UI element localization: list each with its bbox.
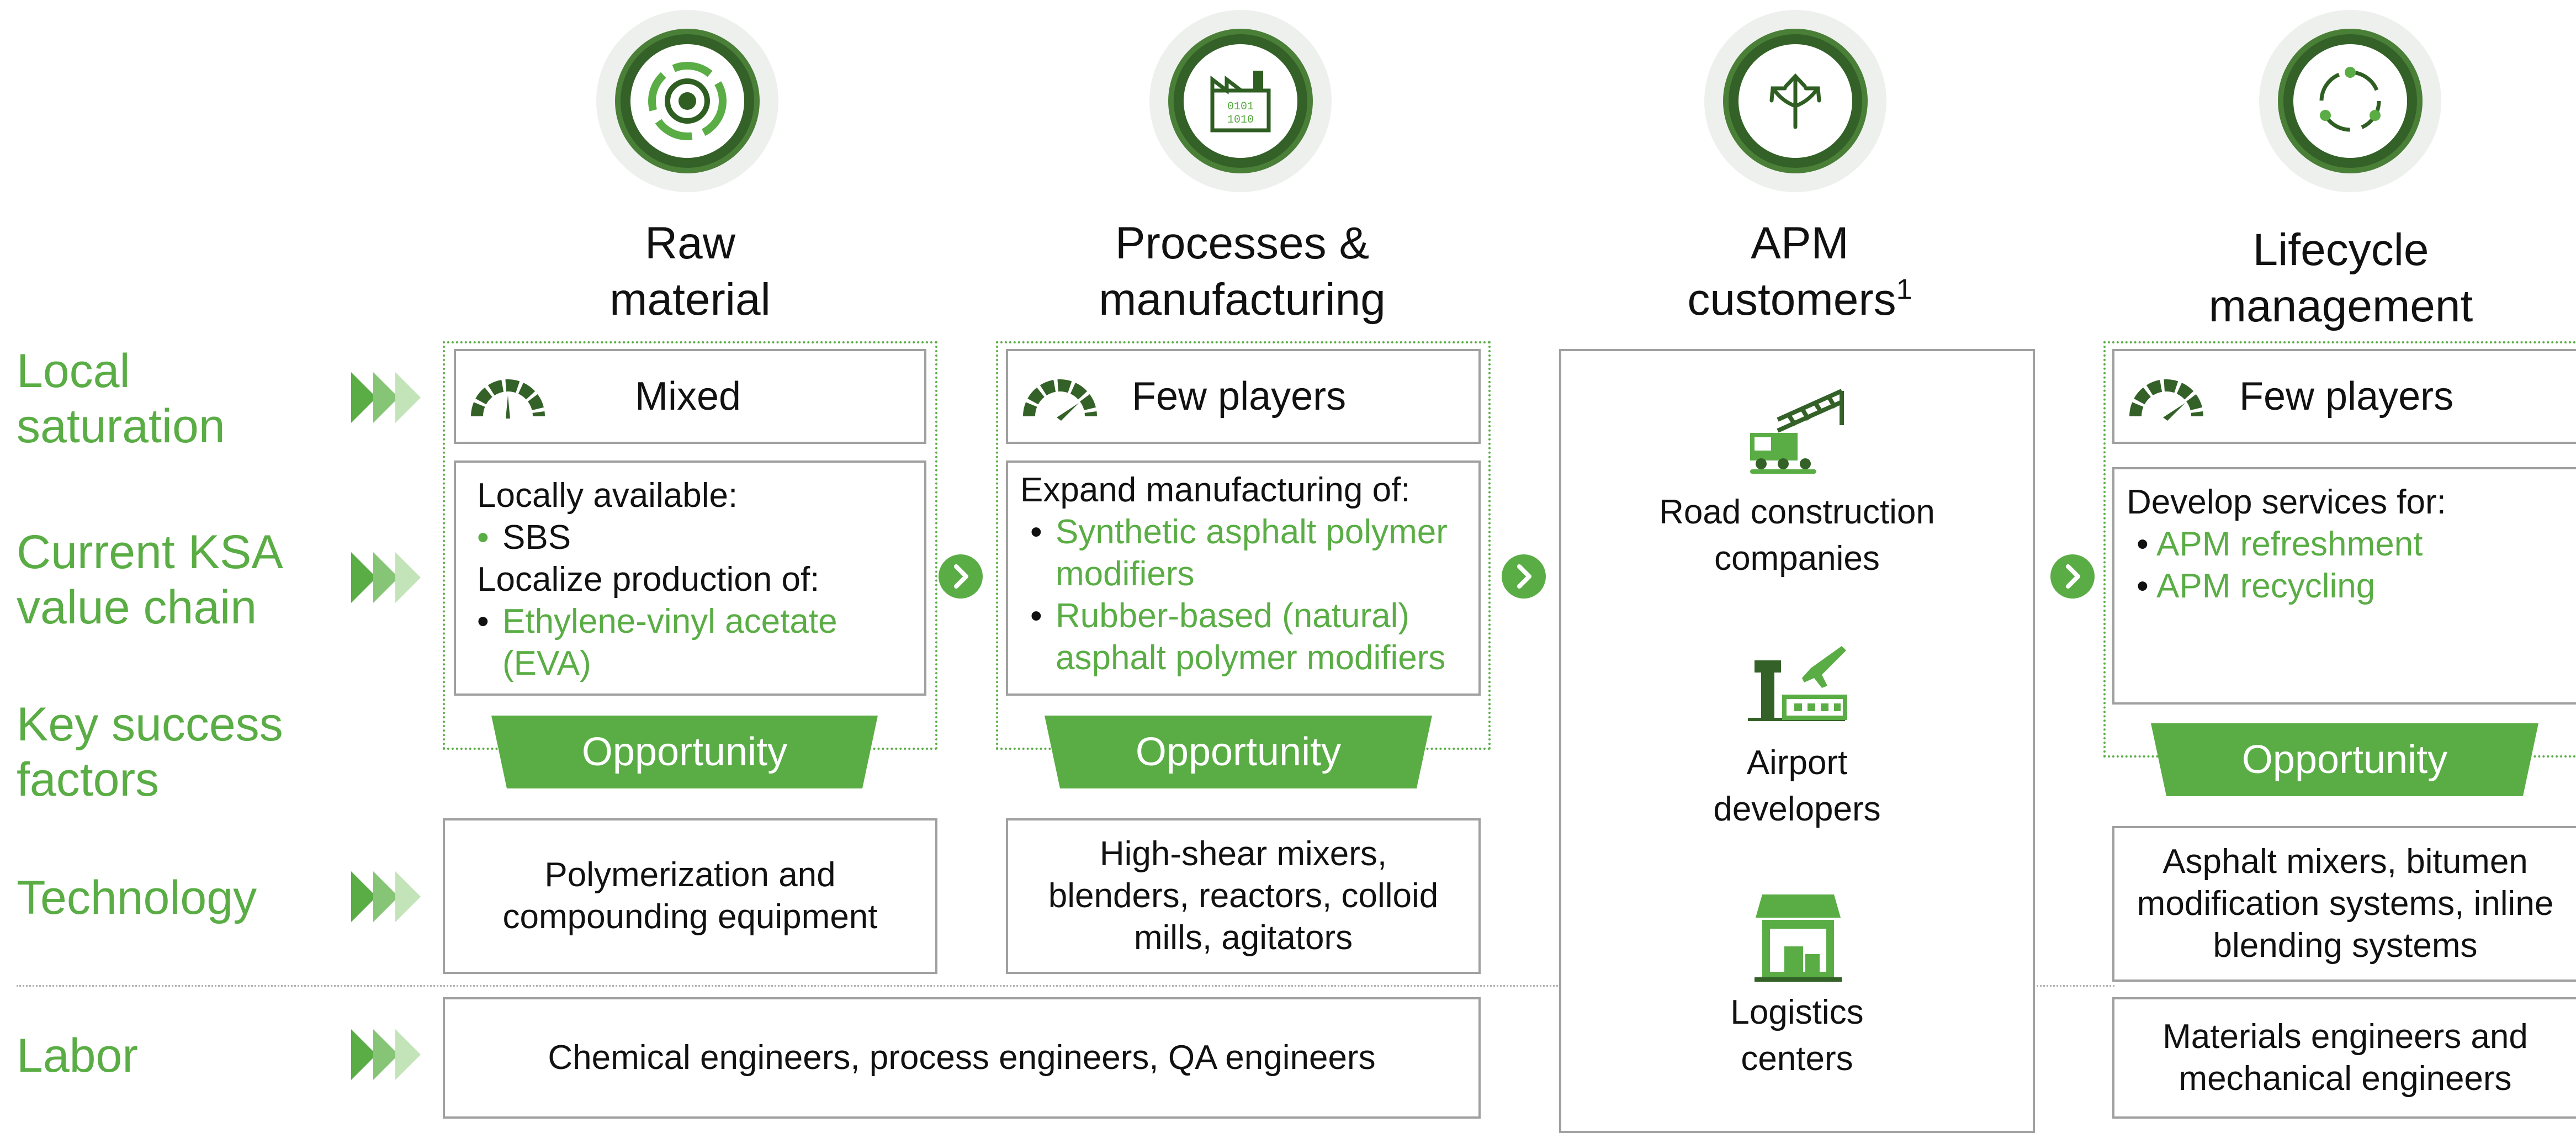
apm-customers-panel <box>1559 349 2035 1133</box>
cycle-icon <box>2259 10 2441 192</box>
list-item: •Rubber-based (natural) asphalt polymer … <box>1020 595 1466 679</box>
customer-logistics: Logistics centers <box>1730 993 1864 1078</box>
footnote-marker: 1 <box>1896 273 1912 306</box>
factory-icon: 0101 1010 <box>1149 10 1332 192</box>
list-item: •APM recycling <box>2127 565 2564 607</box>
split-arrows-icon <box>1704 10 1886 192</box>
raw-saturation-box: Mixed <box>454 349 926 444</box>
svg-text:1010: 1010 <box>1227 114 1254 126</box>
lifecycle-opportunity-banner: Opportunity <box>2151 723 2538 796</box>
chevron-arrows-icon <box>351 552 421 603</box>
raw-intro: Locally available: <box>477 477 738 515</box>
processes-bullet-2: Rubber-based (natural) asphalt polymer m… <box>1056 597 1446 677</box>
list-item: •Synthetic asphalt polymer modifiers <box>1020 511 1466 595</box>
row-label-current-ksa: Current KSA value chain <box>17 526 280 634</box>
airport-icon <box>1748 646 1847 721</box>
customer-road-construction: Road construction companies <box>1659 493 1935 578</box>
raw-bullet-2: Ethylene-vinyl acetate (EVA) <box>502 602 838 682</box>
raw-current-box: Locally available: •SBS Localize product… <box>454 460 926 696</box>
row-label-labor: Labor <box>17 1029 138 1082</box>
processes-saturation-box: Few players <box>1006 349 1481 444</box>
lifecycle-labor-box: Materials engineers and mechanical engin… <box>2112 997 2576 1119</box>
warehouse-icon <box>1755 894 1842 982</box>
apm-customers-title: APM customers1 <box>1687 218 1912 325</box>
row-label-key-success: Key success factors <box>17 698 283 806</box>
processes-intro: Expand manufacturing of: <box>1020 471 1411 509</box>
next-arrow-icon <box>939 554 983 599</box>
lifecycle-intro: Develop services for: <box>2127 483 2446 521</box>
gauge-icon <box>1023 379 1097 421</box>
raw-opportunity-banner: Opportunity <box>491 716 878 788</box>
list-item: •APM refreshment <box>2127 523 2564 565</box>
svg-text:0101: 0101 <box>1227 100 1254 113</box>
gauge-icon <box>2129 379 2203 421</box>
processes-saturation-value: Few players <box>1132 374 1347 419</box>
lifecycle-saturation-box: Few players <box>2112 349 2576 444</box>
lifecycle-current-box: Develop services for: •APM refreshment •… <box>2112 467 2576 705</box>
processes-opportunity-banner: Opportunity <box>1045 716 1432 788</box>
crane-icon <box>1750 389 1844 474</box>
list-item: •Ethylene-vinyl acetate (EVA) <box>477 601 903 685</box>
divider <box>17 985 2114 987</box>
list-item: •SBS <box>477 517 903 559</box>
raw-saturation-value: Mixed <box>635 374 741 419</box>
next-arrow-icon <box>2050 554 2095 599</box>
row-label-local-saturation: Local saturation <box>17 345 225 453</box>
processes-technology-box: High-shear mixers, blenders, reactors, c… <box>1006 818 1481 974</box>
raw-technology-box: Polymerization and compounding equipment <box>443 818 937 974</box>
processes-bullet-1: Synthetic asphalt polymer modifiers <box>1056 513 1448 593</box>
row-label-technology: Technology <box>17 871 257 924</box>
lifecycle-bullet-2: APM recycling <box>2156 567 2376 605</box>
processes-current-box: Expand manufacturing of: •Synthetic asph… <box>1006 460 1481 696</box>
gauge-icon <box>471 379 545 419</box>
raw-material-icon <box>596 10 778 192</box>
lifecycle-saturation-value: Few players <box>2239 374 2454 419</box>
chevron-arrows-icon <box>351 871 421 922</box>
raw-intro-2: Localize production of: <box>477 560 820 599</box>
raw-material-title: Raw material <box>609 218 771 325</box>
customer-airport: Airport developers <box>1713 744 1881 828</box>
raw-bullet-1: SBS <box>502 518 571 557</box>
chevron-arrows-icon <box>351 372 421 423</box>
next-arrow-icon <box>1502 554 1546 599</box>
lifecycle-title: Lifecycle management <box>2208 225 2473 331</box>
chevron-arrows-icon <box>351 1029 421 1080</box>
lifecycle-bullet-1: APM refreshment <box>2156 525 2423 563</box>
lifecycle-technology-box: Asphalt mixers, bitumen modification sys… <box>2112 826 2576 982</box>
labor-shared-box: Chemical engineers, process engineers, Q… <box>443 997 1481 1119</box>
processes-title: Processes & manufacturing <box>1099 218 1386 325</box>
